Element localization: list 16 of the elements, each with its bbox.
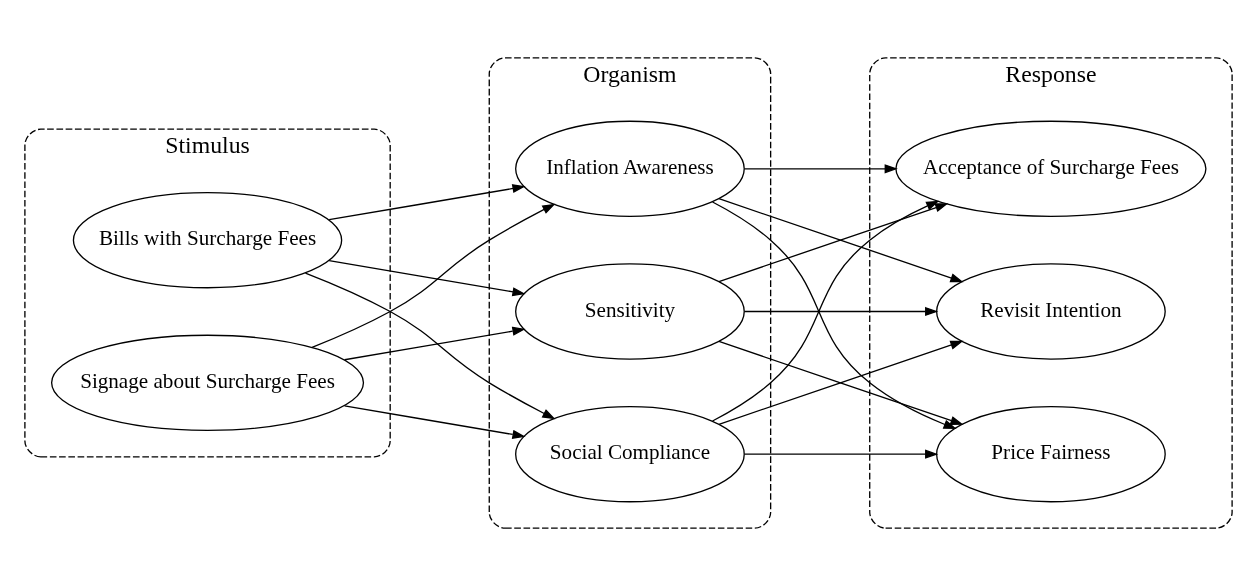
node-ellipse: Signage about Surcharge Fees (51, 334, 365, 431)
node-ellipse: Acceptance of Surcharge Fees (895, 120, 1207, 217)
node-ellipse: Price Fairness (936, 405, 1166, 502)
node-ellipse: Sensitivity (515, 262, 745, 360)
arrow (304, 271, 556, 419)
arrow (718, 340, 964, 425)
arrow (743, 449, 939, 459)
arrow (328, 259, 526, 296)
arrow (743, 306, 939, 316)
node-ellipse: Revisit Intention (936, 262, 1166, 360)
arrow (343, 326, 526, 360)
arrow (328, 183, 526, 220)
node-ellipse: Bills with Surcharge Fees (72, 191, 343, 288)
arrow (743, 163, 898, 173)
arrow (311, 203, 556, 348)
arrow (343, 404, 526, 439)
